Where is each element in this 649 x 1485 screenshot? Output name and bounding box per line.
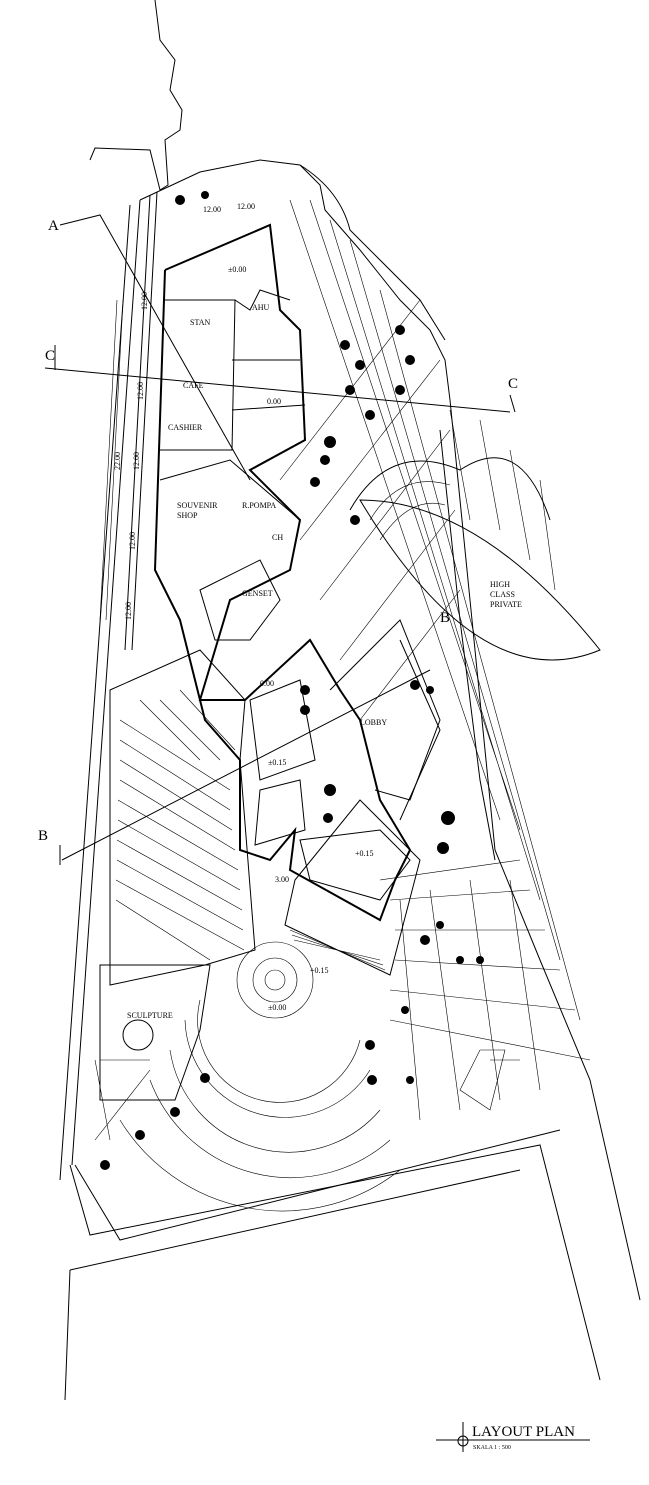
section-marker-a: A <box>48 218 59 234</box>
label-ahu: AHU <box>252 303 270 312</box>
label-high: HIGH <box>490 580 510 589</box>
elevation-label: 0.00 <box>267 397 281 406</box>
section-marker-c-right: C <box>508 376 518 392</box>
label-sculpture: SCULPTURE <box>127 1011 173 1020</box>
elevation-label: ±0.00 <box>228 265 246 274</box>
label-private: PRIVATE <box>490 600 522 609</box>
dimension-label: 22.00 <box>113 452 122 470</box>
label-pompa: R.POMPA <box>242 501 276 510</box>
trees <box>100 191 484 1170</box>
section-line-c <box>44 345 516 413</box>
section-marker-b-right: B <box>440 610 450 626</box>
amphitheatre-arcs <box>119 941 401 1212</box>
drawing-scale: SKALA 1 : 500 <box>473 1445 511 1451</box>
elevation-label: ±0.00 <box>268 1003 286 1012</box>
dimension-label: 12.00 <box>140 292 149 310</box>
drawing-title: LAYOUT PLAN <box>472 1424 575 1440</box>
elevation-label: 12.00 <box>203 205 221 214</box>
dimension-label: 12.00 <box>136 382 145 400</box>
sculpture-circle <box>122 1019 154 1051</box>
wedge-roof <box>284 799 421 976</box>
section-line-b <box>59 669 431 865</box>
label-cafe: CAFE <box>183 381 204 390</box>
label-class: CLASS <box>490 590 515 599</box>
site-boundary-right <box>449 399 641 1301</box>
dimension-label: 12.00 <box>124 602 133 620</box>
label-lobby: LOBBY <box>360 718 387 727</box>
elevation-label: +0.15 <box>310 966 329 975</box>
label-cashier: CASHIER <box>168 423 203 432</box>
label-stan: STAN <box>190 318 210 327</box>
elevation-label: 0.00 <box>260 679 274 688</box>
label-souvenir: SOUVENIR <box>177 501 218 510</box>
site-boundary-top <box>139 159 451 401</box>
high-class-private-zone <box>359 499 601 661</box>
dimension-label: 12.00 <box>132 452 141 470</box>
coastline <box>89 0 183 191</box>
label-shop: SHOP <box>177 511 198 520</box>
building-main <box>153 223 412 922</box>
elevation-label: +0.15 <box>355 849 374 858</box>
section-marker-c-left: C <box>45 348 55 364</box>
elevation-label: ±0.15 <box>268 758 286 767</box>
road-bottom <box>69 1144 601 1381</box>
elevation-label: 12.00 <box>237 202 255 211</box>
label-ch: CH <box>272 533 283 542</box>
label-genset: GENSET <box>242 589 273 598</box>
section-line-a <box>59 214 251 481</box>
dimension-label: 12.00 <box>128 532 137 550</box>
elevation-label: 3.00 <box>275 875 289 884</box>
section-marker-b: B <box>38 828 48 844</box>
road-left <box>71 199 141 1166</box>
parking-area <box>109 649 256 986</box>
